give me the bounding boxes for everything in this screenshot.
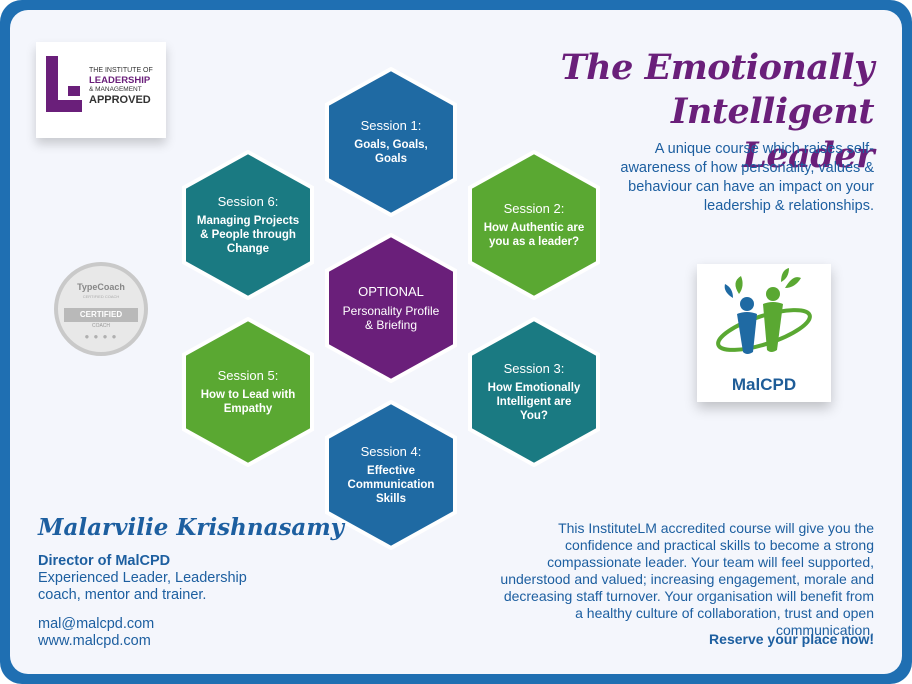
session-4-title: Session 4: bbox=[360, 444, 422, 459]
intro-text: A unique course which raises self-awaren… bbox=[620, 141, 874, 214]
main-panel: THE INSTITUTE OF LEADERSHIP & MANAGEMENT… bbox=[10, 10, 902, 674]
session-6-body: Managing Projects & People through Chang… bbox=[196, 215, 300, 255]
session-5-title: Session 5: bbox=[217, 368, 279, 383]
session-2-body: How Authentic are you as a leader? bbox=[483, 222, 585, 248]
session-1-hexagon: Session 1: Goals, Goals, Goals bbox=[325, 67, 457, 217]
session-3-title: Session 3: bbox=[503, 361, 565, 376]
reserve-call-to-action[interactable]: Reserve your place now! bbox=[709, 631, 874, 647]
session-6-hexagon-shape bbox=[182, 150, 314, 300]
session-2-title: Session 2: bbox=[503, 201, 565, 216]
presenter-website[interactable]: www.malcpd.com bbox=[38, 633, 151, 649]
people-leaves-icon bbox=[716, 268, 812, 354]
course-description: This InstituteLM accredited course will … bbox=[500, 520, 874, 638]
optional-session-body: Personality Profile & Briefing bbox=[342, 304, 440, 332]
session-1-title: Session 1: bbox=[360, 118, 422, 133]
ilm-line-4: APPROVED bbox=[89, 94, 151, 106]
ilm-line-2: LEADERSHIP bbox=[89, 75, 151, 86]
typecoach-band: CERTIFIED bbox=[64, 308, 138, 322]
presenter-role: Director of MalCPD bbox=[38, 553, 171, 569]
ilm-logo-icon bbox=[46, 56, 82, 112]
malcpd-logo: MalCPD bbox=[697, 264, 831, 402]
session-5-body: How to Lead with Empathy bbox=[200, 389, 296, 415]
presenter-email[interactable]: mal@malcpd.com bbox=[38, 616, 155, 632]
session-1-body: Goals, Goals, Goals bbox=[354, 139, 428, 165]
typecoach-certified-badge: TypeCoach CERTIFIED COACH CERTIFIED COAC… bbox=[54, 262, 148, 356]
typecoach-coach: COACH bbox=[91, 323, 111, 329]
session-5-hexagon: Session 5: How to Lead with Empathy bbox=[182, 317, 314, 467]
title-line-1: The Emotionally Intelligent bbox=[560, 47, 875, 132]
session-3-hexagon: Session 3: How Emotionally Intelligent ar… bbox=[468, 317, 600, 467]
session-3-body: How Emotionally Intelligent are You? bbox=[487, 382, 581, 422]
page-title: The Emotionally Intelligent Leader bbox=[354, 46, 875, 178]
presenter-description: Experienced Leader, Leadership coach, me… bbox=[38, 570, 247, 603]
session-6-title: Session 6: bbox=[217, 194, 279, 209]
malcpd-name: MalCPD bbox=[731, 375, 797, 394]
session-5-hexagon-shape bbox=[182, 317, 314, 467]
session-1-hexagon-shape bbox=[325, 67, 457, 217]
optional-session-hexagon-shape bbox=[325, 233, 457, 383]
session-3-hexagon-shape bbox=[468, 317, 600, 467]
title-line-2: Leader bbox=[742, 135, 874, 176]
optional-session-hexagon: OPTIONAL Personality Profile & Briefing bbox=[325, 233, 457, 383]
optional-session-title: OPTIONAL bbox=[358, 284, 424, 299]
typecoach-sub: CERTIFIED COACH bbox=[82, 294, 120, 299]
session-2-hexagon: Session 2: How Authentic are you as a lea… bbox=[468, 150, 600, 300]
session-4-hexagon: Session 4: Effective Communication Skills bbox=[325, 400, 457, 550]
typecoach-dots-icon: ● ● ● ● bbox=[84, 332, 118, 341]
ilm-line-3: & MANAGEMENT bbox=[89, 86, 142, 93]
session-4-body: Effective Communication Skills bbox=[347, 465, 435, 505]
ilm-approved-badge: THE INSTITUTE OF LEADERSHIP & MANAGEMENT… bbox=[36, 42, 166, 138]
ilm-line-1: THE INSTITUTE OF bbox=[89, 67, 153, 74]
typecoach-brand: TypeCoach bbox=[77, 282, 125, 292]
session-4-hexagon-shape bbox=[325, 400, 457, 550]
session-6-hexagon: Session 6: Managing Projects & People thr… bbox=[182, 150, 314, 300]
session-2-hexagon-shape bbox=[468, 150, 600, 300]
presenter-name: Malarvilie Krishnasamy bbox=[38, 514, 345, 541]
